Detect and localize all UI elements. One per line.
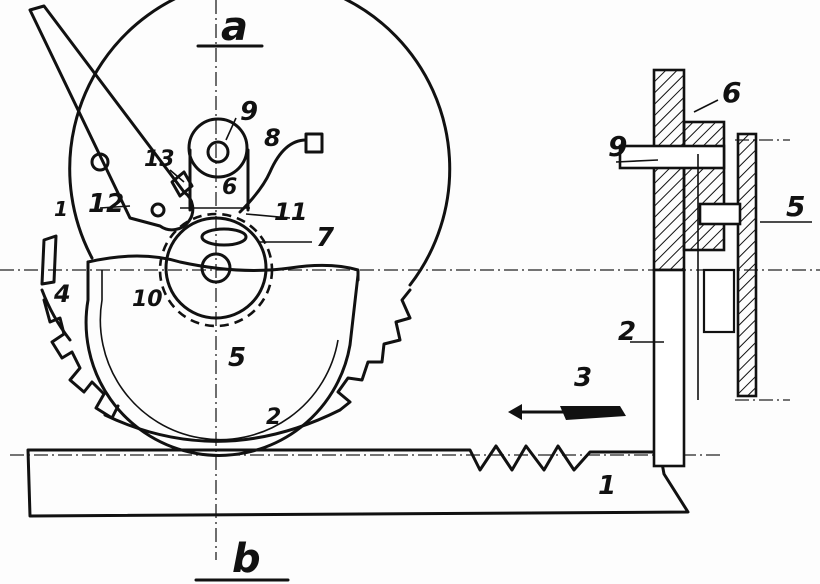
side-pin — [618, 144, 726, 170]
label-pin: 9 — [240, 97, 258, 127]
label-ring: 7 — [316, 223, 335, 253]
label-lever: 12 — [88, 189, 124, 219]
side-disc — [736, 132, 758, 398]
label-disc: 5 — [228, 343, 246, 373]
section-label-top: a — [221, 4, 248, 50]
side-label-pin: 9 — [608, 130, 627, 163]
wire-terminal — [304, 132, 324, 154]
direction-arrow — [508, 404, 626, 420]
label-wire: 8 — [264, 124, 281, 152]
side-label-gear: 2 — [618, 317, 636, 347]
section-label-bottom: b — [232, 536, 261, 582]
notch-marker — [40, 234, 58, 286]
side-view — [618, 68, 758, 468]
rack — [26, 444, 690, 518]
inner-disc-ring — [99, 270, 339, 441]
dashed-circle — [158, 212, 274, 328]
wheel-teeth-left — [42, 298, 120, 420]
label-rack: 1 — [598, 471, 616, 501]
wheel-teeth-right — [336, 288, 412, 412]
label-stop: 13 — [144, 147, 175, 172]
hub-top-round — [187, 117, 249, 179]
side-hub-flange — [682, 120, 726, 252]
main-wheel — [40, 0, 452, 457]
side-label-hub: 6 — [722, 76, 741, 109]
pin-hole — [206, 140, 230, 164]
break-line — [86, 254, 360, 282]
side-label-disc: 5 — [786, 190, 805, 223]
label-dashed-circle: 10 — [132, 287, 163, 312]
lever — [28, 4, 195, 232]
side-hub — [652, 68, 686, 272]
label-direction: 3 — [574, 363, 592, 393]
label-notch-ref: 1 — [54, 197, 68, 221]
rim-lower — [103, 408, 342, 443]
axle — [200, 252, 232, 284]
inner-disc-outline — [84, 260, 360, 457]
label-gear-wheel: 2 — [266, 405, 281, 430]
pivot-hole — [90, 152, 110, 172]
label-hub: 6 — [222, 175, 237, 200]
slot-opening — [200, 227, 248, 247]
ring-outer — [164, 216, 268, 320]
side-gear — [652, 268, 686, 468]
wire — [238, 138, 308, 214]
stop-block — [170, 170, 194, 198]
label-notch: 4 — [53, 280, 71, 308]
label-spring: 11 — [274, 198, 307, 226]
